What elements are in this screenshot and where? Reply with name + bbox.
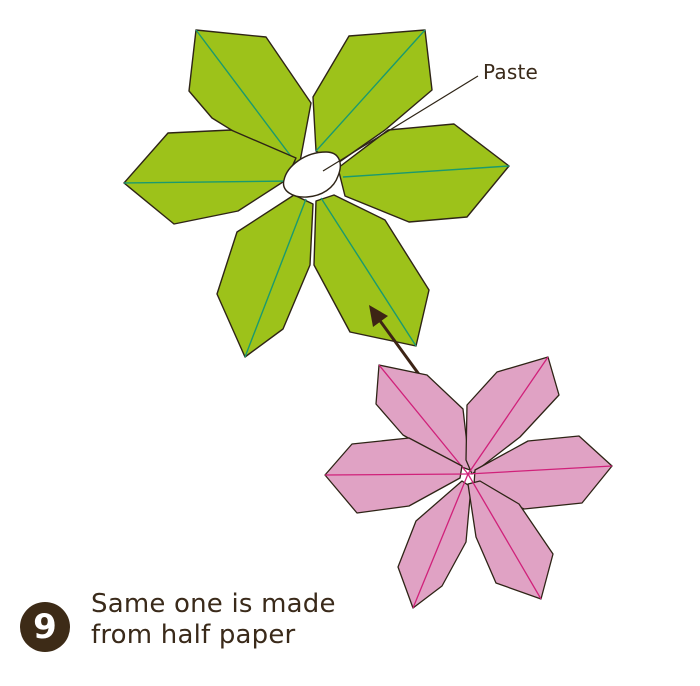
caption-line-2: from half paper bbox=[91, 620, 296, 650]
pink-flower bbox=[324, 356, 613, 609]
pink-petal-up-right bbox=[465, 356, 560, 475]
paste-blob bbox=[282, 151, 341, 198]
green-petal-down-right bbox=[313, 194, 430, 347]
pink-petal-left bbox=[324, 437, 469, 514]
step-caption: Same one is made from half paper bbox=[91, 589, 336, 651]
step-number-badge: 9 bbox=[20, 602, 70, 652]
pink-petal-right bbox=[467, 435, 613, 510]
paste-leader-line bbox=[322, 75, 479, 172]
pink-petal-up-left bbox=[375, 364, 471, 475]
paste-label: Paste bbox=[483, 60, 538, 84]
green-flower bbox=[123, 29, 510, 358]
caption-line-1: Same one is made bbox=[91, 589, 336, 619]
pink-petal-down-left bbox=[397, 473, 472, 609]
pink-petal-down-right bbox=[467, 473, 554, 600]
green-petal-right bbox=[337, 123, 510, 223]
green-petal-down-left bbox=[216, 194, 314, 358]
